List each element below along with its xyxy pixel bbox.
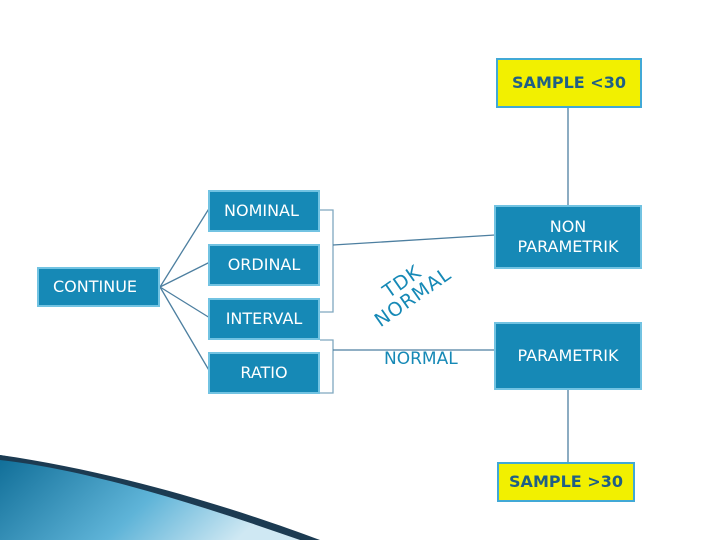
connector-upper-to-nonparametrik: [332, 234, 496, 246]
connector-continue-interval: [159, 286, 211, 319]
interval-box: INTERVAL: [208, 298, 320, 340]
bracket-upper: [320, 209, 334, 313]
nominal-label: NOMINAL: [224, 201, 299, 220]
sample-greater-than-30-label: SAMPLE >30: [509, 472, 623, 491]
ratio-label: RATIO: [240, 363, 288, 382]
normal-label: NORMAL: [384, 349, 458, 369]
nominal-box: NOMINAL: [208, 190, 320, 232]
interval-label: INTERVAL: [225, 309, 303, 328]
parametrik-box: PARAMETRIK: [494, 322, 642, 390]
connector-continue-ratio: [159, 286, 211, 373]
ratio-box: RATIO: [208, 352, 320, 394]
connector-continue-nominal: [159, 206, 211, 288]
sample-less-than-30-box: SAMPLE <30: [496, 58, 642, 108]
sample-greater-than-30-box: SAMPLE >30: [497, 462, 635, 502]
non-parametrik-line1: NON: [549, 217, 587, 236]
continue-label: CONTINUE: [53, 277, 138, 296]
non-parametrik-box: NON PARAMETRIK: [494, 205, 642, 269]
parametrik-label: PARAMETRIK: [517, 346, 619, 365]
ordinal-label: ORDINAL: [227, 255, 301, 274]
ordinal-box: ORDINAL: [208, 244, 320, 286]
bracket-lower: [320, 339, 334, 394]
non-parametrik-line2: PARAMETRIK: [517, 237, 619, 256]
connector-continue-ordinal: [159, 261, 211, 288]
continue-box: CONTINUE: [37, 267, 160, 307]
sample-less-than-30-label: SAMPLE <30: [512, 73, 626, 92]
